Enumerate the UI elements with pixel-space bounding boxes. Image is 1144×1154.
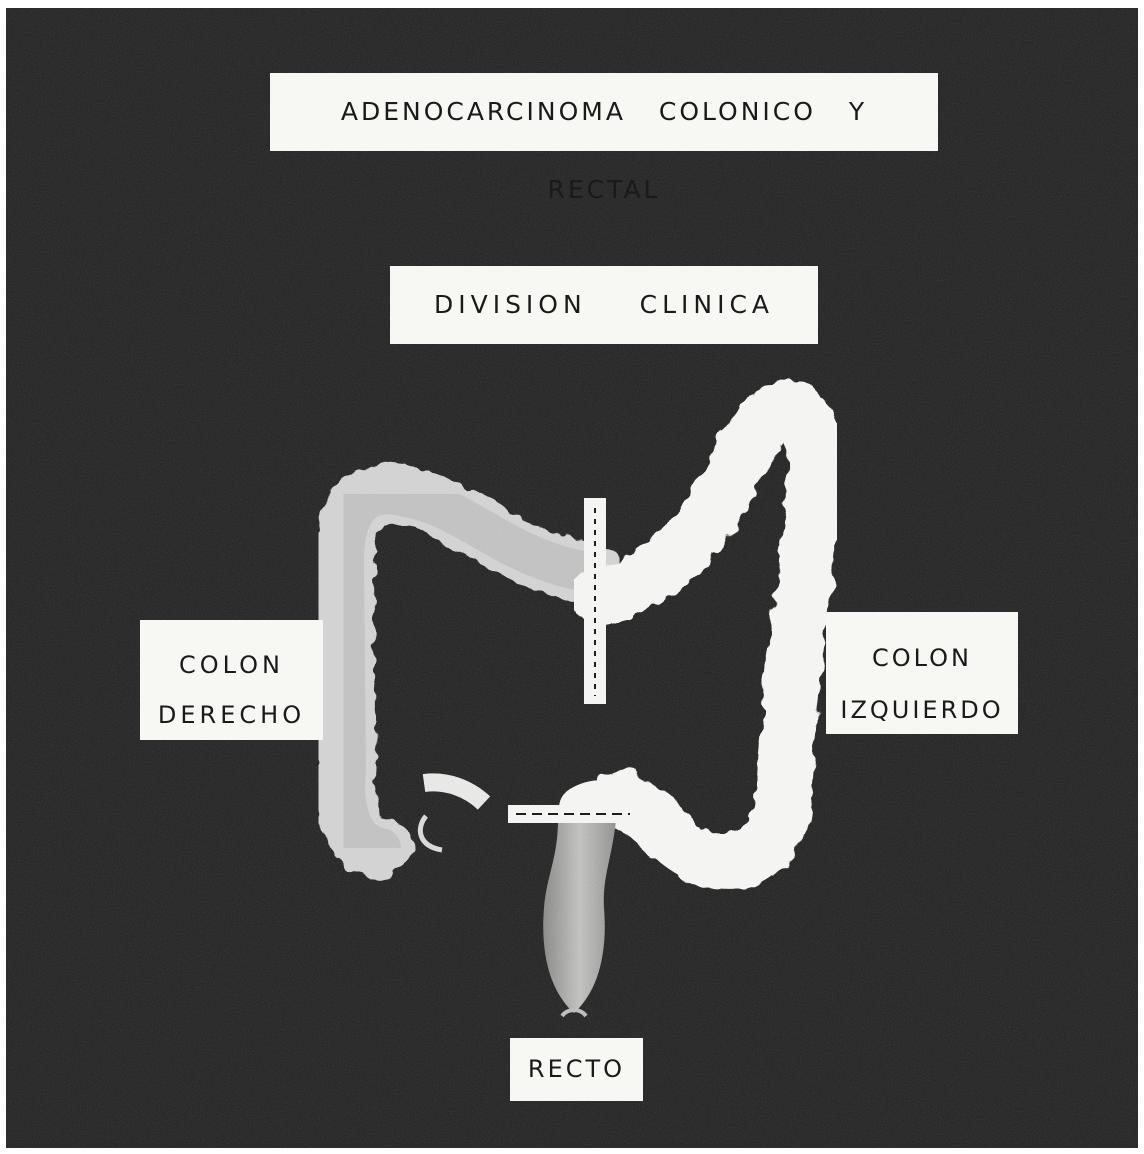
right-colon-label-line1: COLON (140, 640, 323, 690)
rectum-label-text: RECTO (510, 1038, 643, 1101)
diagram-subtitle: DIVISION CLINICA (390, 266, 818, 344)
right-colon-label: COLON DERECHO (140, 620, 323, 740)
diagram-subtitle-text: DIVISION CLINICA (390, 266, 818, 344)
appendix-shape (420, 816, 442, 850)
diagram-board: ADENOCARCINOMA COLONICO Y RECTAL DIVISIO… (6, 8, 1138, 1148)
rectum-shape (543, 820, 616, 1013)
diagram-title: ADENOCARCINOMA COLONICO Y RECTAL (270, 73, 938, 151)
left-colon-label-line2: IZQUIERDO (826, 684, 1018, 736)
ileum-shape (424, 782, 484, 803)
division-marker-vertical (584, 498, 606, 704)
left-colon-label-line1: COLON (826, 632, 1018, 684)
right-colon-label-line2: DERECHO (140, 690, 323, 740)
division-marker-horizontal (508, 805, 638, 823)
left-colon-label: COLON IZQUIERDO (826, 612, 1018, 734)
rectum-label: RECTO (510, 1038, 643, 1101)
diagram-title-text: ADENOCARCINOMA COLONICO Y RECTAL (270, 73, 938, 229)
